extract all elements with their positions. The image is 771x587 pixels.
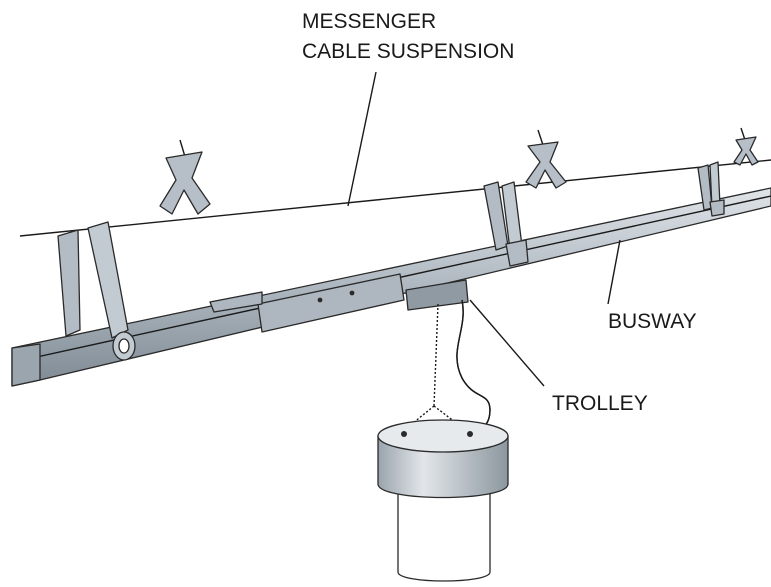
light-fixture <box>377 419 509 582</box>
ceiling-hanger <box>525 129 567 189</box>
label-trolley: TROLLEY <box>552 392 648 415</box>
busway-end <box>11 343 41 387</box>
busway-clamp <box>483 181 529 267</box>
label-messenger-line2: CABLE SUSPENSION <box>302 40 514 63</box>
trolley <box>401 279 491 437</box>
busway-clamp <box>57 221 136 361</box>
busway-leader <box>607 239 621 305</box>
messenger-leader <box>347 71 377 207</box>
label-messenger-line1: MESSENGER <box>302 10 436 33</box>
trolley-leader <box>469 299 545 387</box>
messenger-cable <box>19 159 771 237</box>
busway-clamp <box>697 161 725 217</box>
label-busway: BUSWAY <box>608 310 697 333</box>
ceiling-hanger <box>733 127 759 166</box>
ceiling-hanger <box>159 139 211 215</box>
busway-joint <box>257 273 405 333</box>
